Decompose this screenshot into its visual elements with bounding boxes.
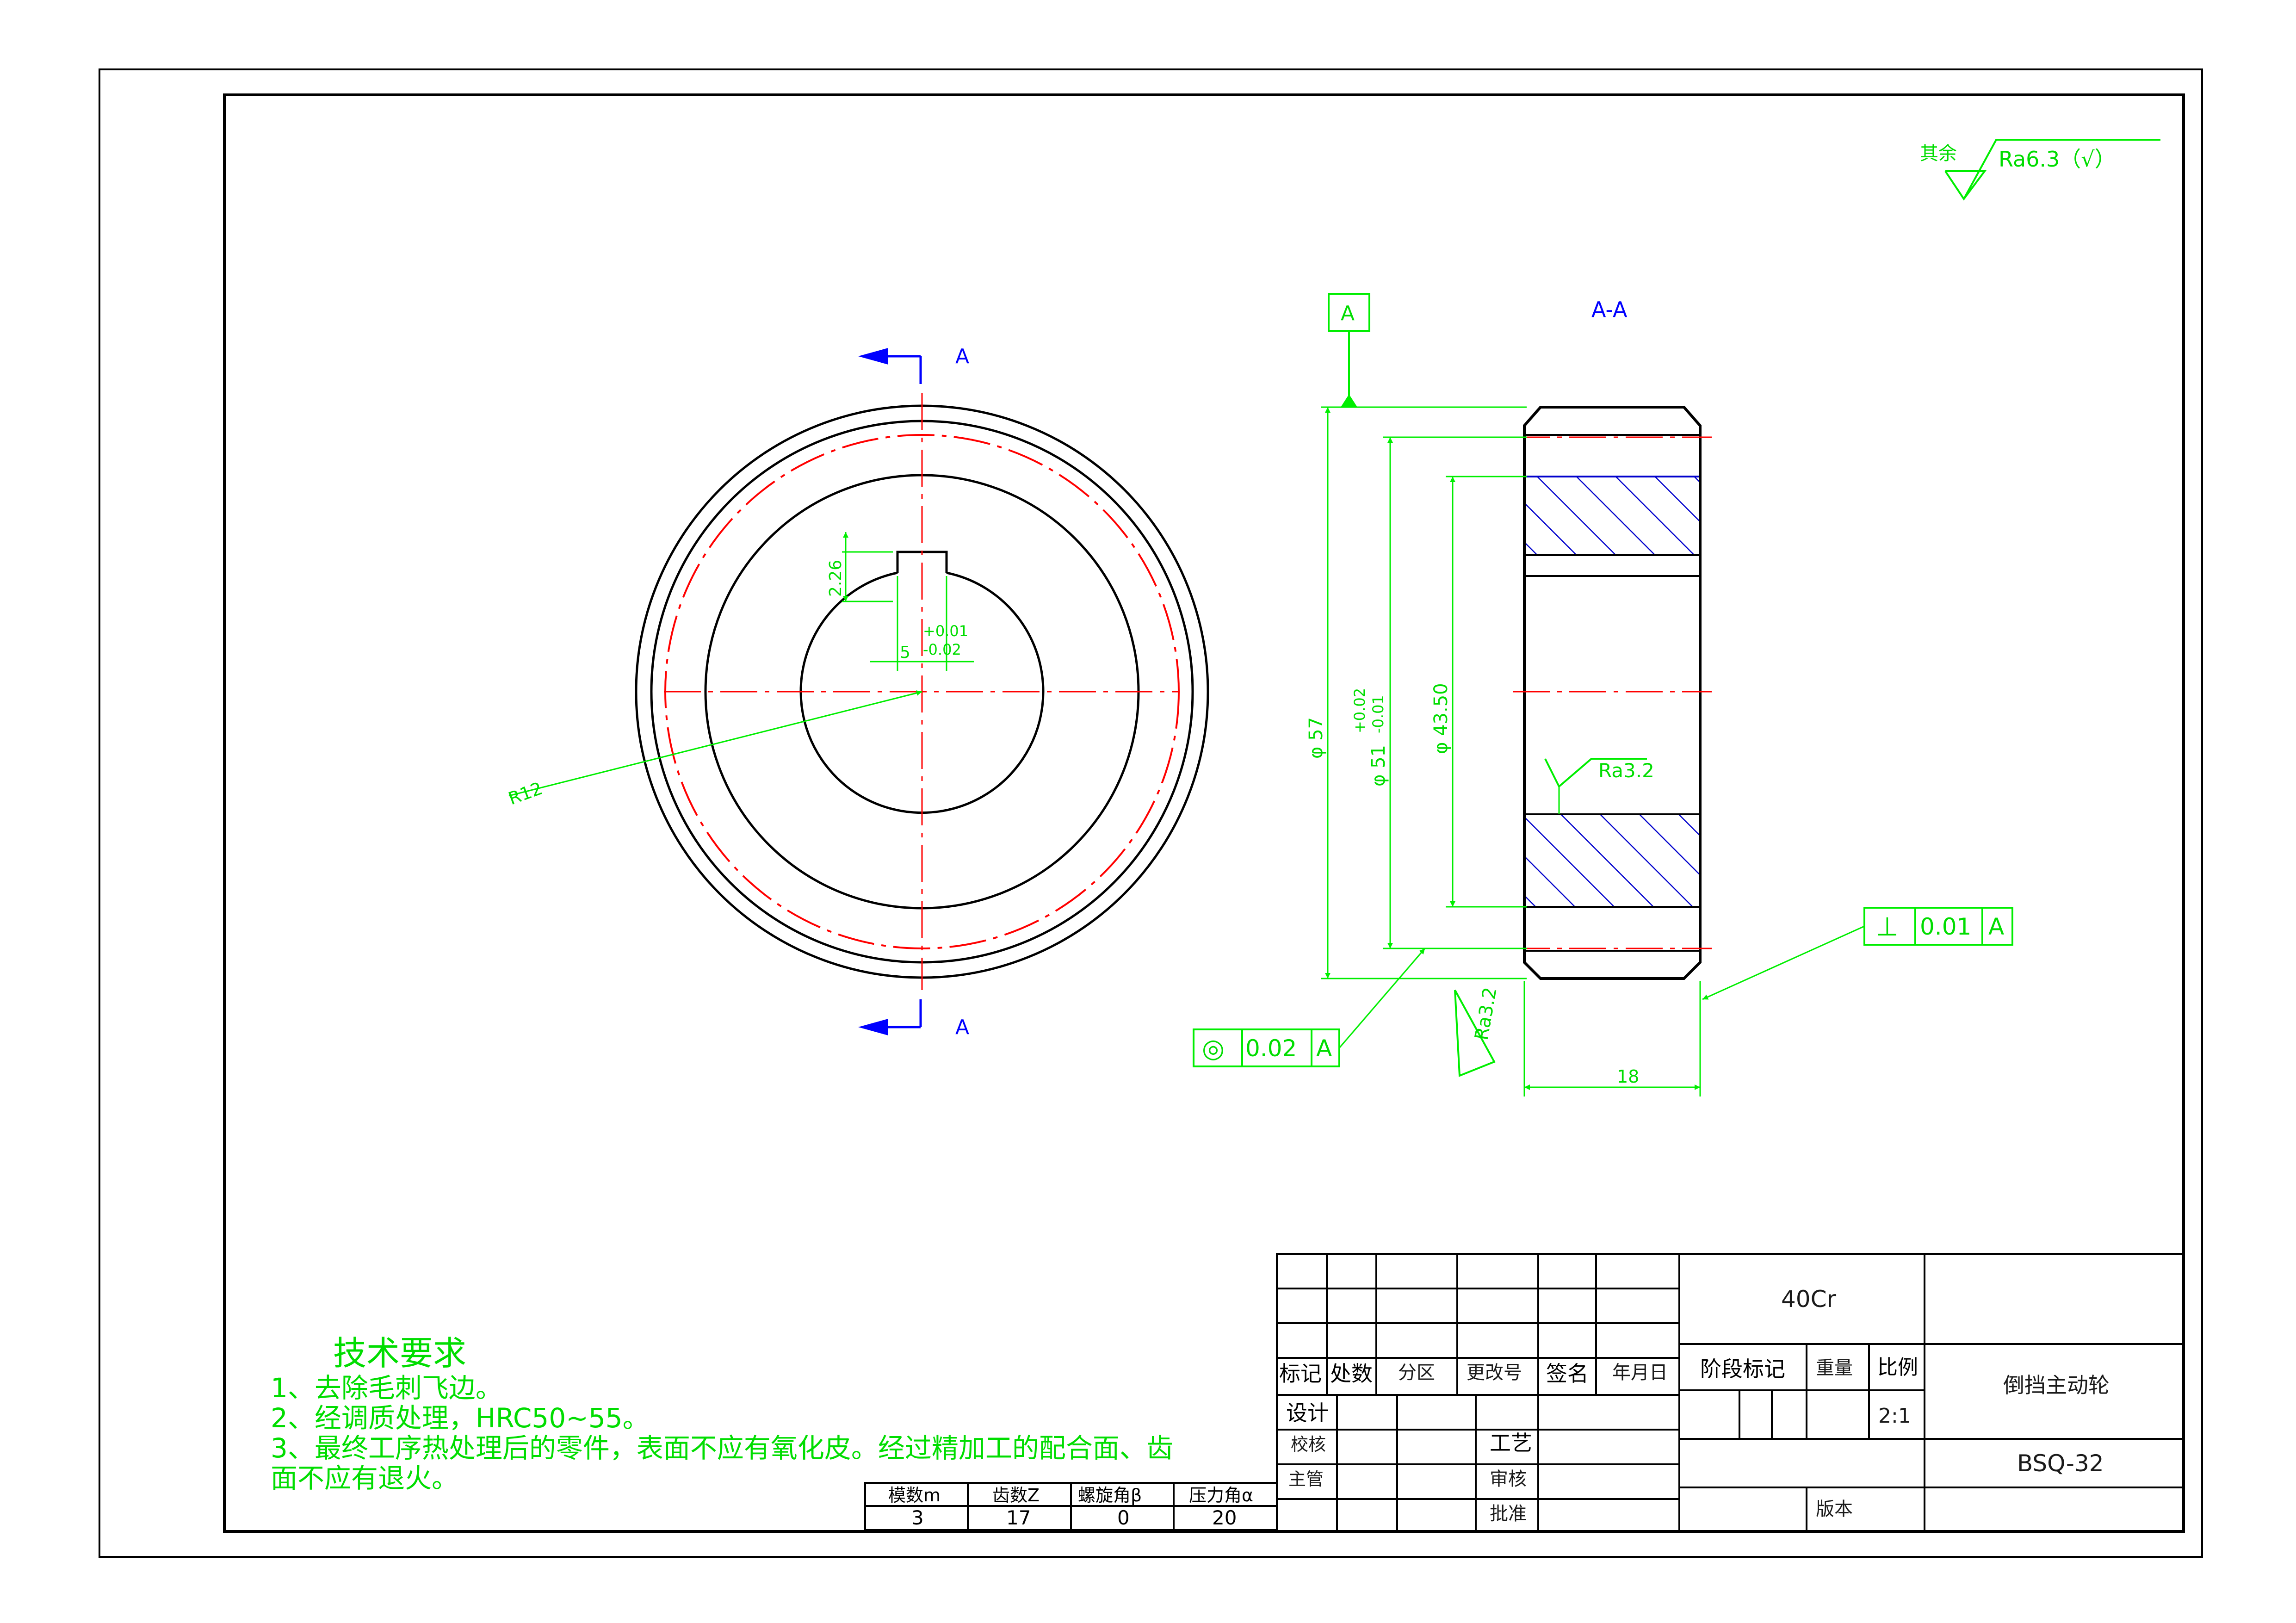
dia-inner-dim: φ 43.50 <box>1430 683 1452 754</box>
perp-datum: A <box>1988 913 2004 940</box>
gear-header-teeth: 齿数Z <box>992 1485 1040 1505</box>
dia-mid-tol-lower: -0.01 <box>1369 695 1387 733</box>
tech-req-title: 技术要求 <box>333 1334 466 1373</box>
tb-chief: 主管 <box>1288 1469 1324 1489</box>
tb-zone: 分区 <box>1398 1362 1435 1383</box>
section-letter-top: A <box>955 345 969 368</box>
tb-change-no: 更改号 <box>1467 1362 1522 1383</box>
gear-value-teeth: 17 <box>1006 1506 1031 1529</box>
rest-finish-symbol: 其余 Ra6.3（√） <box>1920 139 2160 201</box>
tb-date: 年月日 <box>1612 1362 1668 1383</box>
section-title: A-A <box>1591 297 1628 322</box>
dia-mid-dim: φ 51 <box>1368 745 1389 787</box>
keyway-tol-lower: -0.02 <box>923 641 961 658</box>
keyway-tol-upper: +0.01 <box>923 622 968 640</box>
tb-mark: 标记 <box>1279 1361 1322 1386</box>
datum-a: A <box>1328 293 1370 407</box>
section-view <box>1513 406 1712 980</box>
outer-frame <box>99 68 2203 1558</box>
tb-scale-value: 2:1 <box>1878 1404 1911 1428</box>
gear-header-helix: 螺旋角β <box>1078 1485 1142 1505</box>
tb-scale-label: 比例 <box>1877 1356 1918 1379</box>
gear-value-helix: 0 <box>1117 1506 1130 1529</box>
tb-sign: 签名 <box>1546 1361 1589 1386</box>
gear-header-pressure: 压力角α <box>1189 1485 1253 1505</box>
gear-header-module: 模数m <box>888 1485 941 1505</box>
gear-value-module: 3 <box>911 1506 924 1529</box>
tb-material: 40Cr <box>1781 1286 1837 1313</box>
bore-finish: Ra3.2 <box>1598 759 1654 782</box>
tb-process: 工艺 <box>1490 1431 1532 1456</box>
perp-value: 0.01 <box>1920 913 1971 940</box>
concentricity-frame: ◎ 0.02 A <box>1193 948 1426 1067</box>
conc-value: 0.02 <box>1245 1035 1297 1062</box>
datum-a-label: A <box>1341 302 1355 325</box>
technical-requirements: 技术要求 1、去除毛刺飞边。 2、经调质处理，HRC50~55。 3、最终工序热… <box>271 1334 1173 1494</box>
section-marker-bottom: A <box>858 999 969 1039</box>
tb-approve: 批准 <box>1490 1503 1527 1524</box>
tech-req-line-3: 3、最终工序热处理后的零件，表面不应有氧化皮。经过精加工的配合面、齿 <box>271 1432 1173 1464</box>
rest-finish-label: 其余 <box>1920 143 1957 164</box>
radius-dim: R12 <box>506 778 545 809</box>
tech-req-line-4: 面不应有退火。 <box>271 1462 458 1494</box>
section-letter-bottom: A <box>955 1016 969 1039</box>
tb-count: 处数 <box>1330 1361 1373 1386</box>
tb-check: 校核 <box>1291 1434 1326 1455</box>
keyway-depth-dim: 2.26 <box>826 560 845 597</box>
tb-review: 审核 <box>1490 1468 1527 1490</box>
rest-finish-value: Ra6.3（√） <box>1999 147 2116 172</box>
tb-version: 版本 <box>1816 1499 1853 1520</box>
conc-datum: A <box>1316 1035 1332 1062</box>
tb-design: 设计 <box>1286 1400 1329 1425</box>
keyway-width-dim: 5 <box>900 643 910 662</box>
inner-frame <box>223 93 2185 1533</box>
conc-symbol: ◎ <box>1202 1034 1225 1064</box>
tb-drawing-no: BSQ-32 <box>2017 1450 2104 1477</box>
tb-part-name: 倒挡主动轮 <box>2003 1373 2110 1398</box>
gear-value-pressure: 20 <box>1212 1506 1237 1529</box>
dia-outer-dim: φ 57 <box>1306 717 1327 759</box>
width-dim: 18 <box>1617 1066 1639 1087</box>
dia-mid-tol-upper: +0.02 <box>1351 688 1368 733</box>
perpendicularity-frame: ⊥ 0.01 A <box>1702 907 2013 1000</box>
tech-req-line-1: 1、去除毛刺飞边。 <box>271 1372 502 1404</box>
tb-stage: 阶段标记 <box>1700 1357 1785 1381</box>
perp-symbol: ⊥ <box>1876 912 1899 942</box>
section-dimensions: φ 57 φ 51 +0.02 -0.01 φ 43.50 Ra3.2 Ra3.… <box>1193 406 2013 1096</box>
front-view: 2.26 5 +0.01 -0.02 R12 <box>506 393 1209 990</box>
tb-weight: 重量 <box>1816 1357 1853 1379</box>
title-block <box>1276 1253 2185 1532</box>
section-marker-top: A <box>858 345 969 384</box>
tech-req-line-2: 2、经调质处理，HRC50~55。 <box>271 1402 650 1434</box>
face-finish: Ra3.2 <box>1471 985 1501 1041</box>
